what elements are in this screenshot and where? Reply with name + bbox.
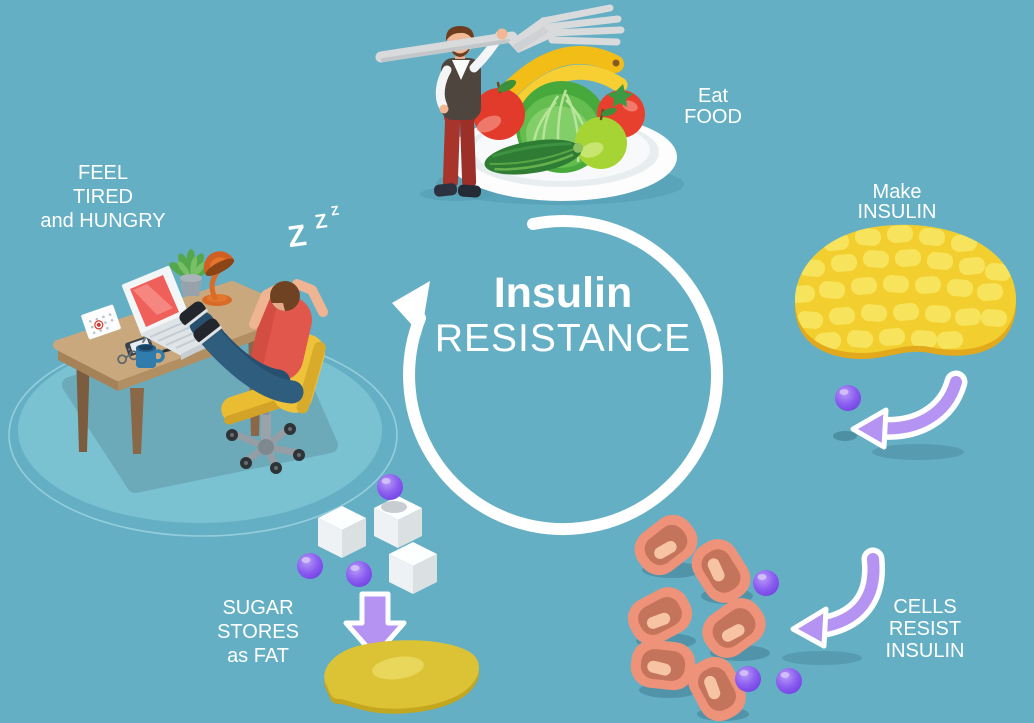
insulin-molecule-icon <box>776 668 802 694</box>
cycle-arrowhead-icon <box>392 281 430 335</box>
diagram-title: Insulin RESISTANCE <box>435 269 691 361</box>
title-word-resistance: RESISTANCE <box>434 317 692 360</box>
cells-resist-insulin-label: CELLS RESIST INSULIN <box>885 596 965 662</box>
title-word-insulin: Insulin <box>493 269 633 317</box>
down-arrow-icon <box>343 591 407 659</box>
fork-icon <box>375 4 625 63</box>
desk-scene-illustration <box>8 249 398 537</box>
insulin-molecule-icon <box>835 385 861 411</box>
leg <box>198 324 304 404</box>
vest <box>441 58 481 120</box>
make-insulin-label: Make INSULIN <box>857 181 937 223</box>
pancreas-arrow-icon <box>850 370 968 460</box>
right-arm <box>292 279 328 317</box>
cucumber <box>484 139 584 175</box>
insulin-molecule-icon <box>735 666 761 692</box>
tired-person <box>179 279 328 404</box>
insulin-molecule-icon <box>753 570 779 596</box>
pancreas-illustration <box>794 224 1017 359</box>
insulin-molecule-icon <box>377 474 403 500</box>
eat-food-scene <box>375 4 684 205</box>
fat-blob-illustration <box>324 640 480 714</box>
shoe <box>179 301 208 328</box>
sugar-stores-as-fat-label: SUGAR STORES as FAT <box>217 597 299 667</box>
sugar-cube-icon <box>389 542 437 594</box>
feel-tired-hungry-label: FEEL TIRED and HUNGRY <box>40 162 166 232</box>
insulin-molecule-icon <box>297 553 323 579</box>
molecule-shadow <box>833 431 857 441</box>
plant <box>169 249 213 296</box>
hand <box>496 28 508 40</box>
cycle-arrow <box>392 215 723 536</box>
desk-lamp <box>202 251 235 306</box>
eat-food-label: Eat FOOD <box>684 85 742 128</box>
cells-arrow-icon <box>782 547 886 665</box>
shoe <box>193 318 222 345</box>
desk-calendar <box>81 304 121 340</box>
head <box>270 281 300 311</box>
red-apple <box>473 79 525 140</box>
insulin-molecule-icon <box>346 561 372 587</box>
cells-illustration <box>620 506 802 723</box>
sugar-cubes-illustration <box>297 474 437 594</box>
green-apple <box>575 107 627 169</box>
